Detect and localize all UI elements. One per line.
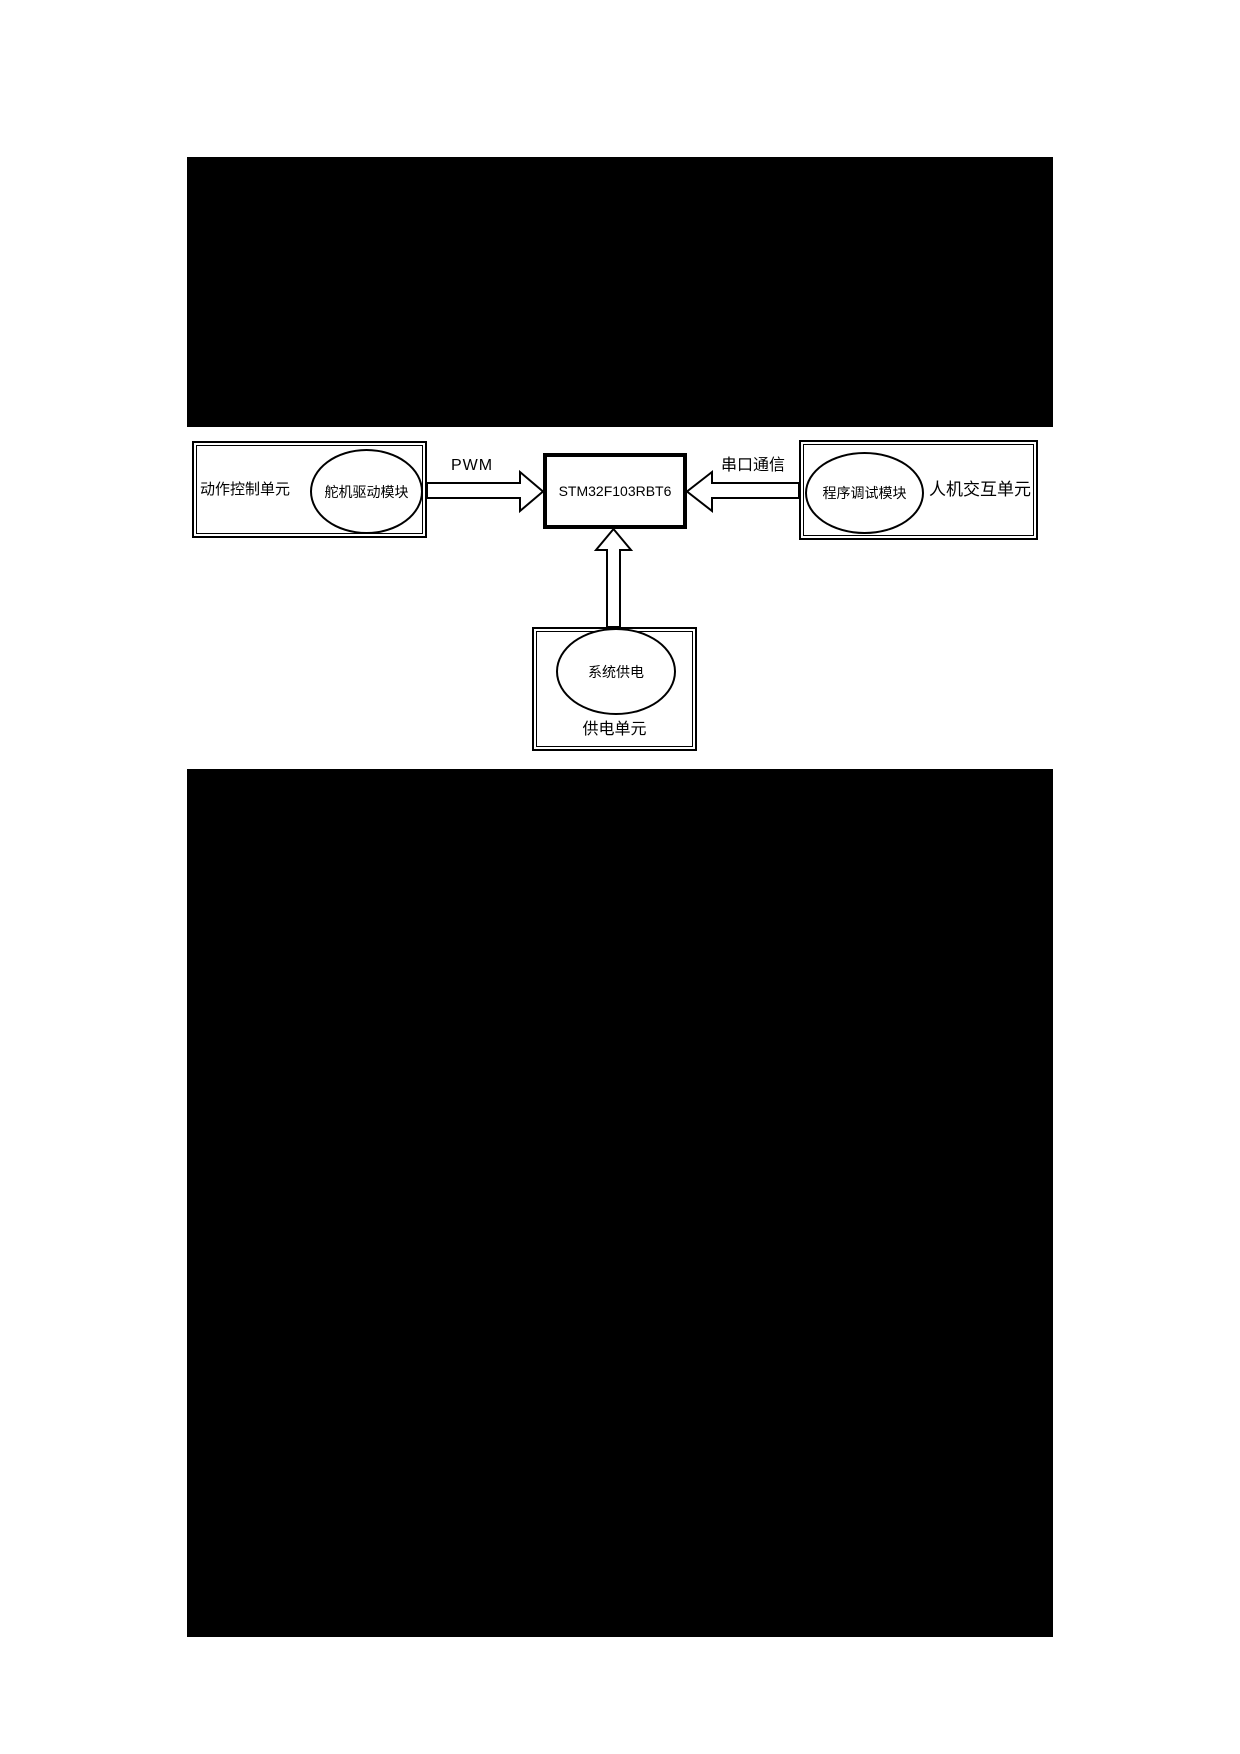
program-debug-module-ellipse: 程序调试模块 [805, 452, 924, 534]
action-control-unit-box: 动作控制单元 舵机驱动模块 [192, 441, 427, 538]
servo-drive-module-label: 舵机驱动模块 [324, 483, 409, 500]
power-unit-box: 系统供电 供电单元 [532, 627, 697, 751]
system-power-label: 系统供电 [588, 663, 644, 680]
redacted-text-block-top [187, 157, 1053, 427]
power-unit-label: 供电单元 [582, 720, 647, 738]
pwm-arrow-label: PWM [450, 457, 494, 474]
redacted-text-block-bottom [187, 769, 1053, 1637]
power-supply-arrow [593, 527, 634, 628]
hmi-unit-box: 程序调试模块 人机交互单元 [799, 440, 1038, 540]
serial-comm-arrow-label: 串口通信 [720, 457, 785, 474]
program-debug-module-label: 程序调试模块 [822, 485, 907, 501]
pwm-arrow [426, 469, 545, 514]
mcu-label: STM32F103RBT6 [558, 483, 672, 499]
action-control-unit-label: 动作控制单元 [200, 480, 291, 498]
hmi-unit-label: 人机交互单元 [929, 480, 1031, 500]
serial-comm-arrow [685, 469, 800, 514]
servo-drive-module-ellipse: 舵机驱动模块 [310, 449, 423, 534]
mcu-box: STM32F103RBT6 [543, 453, 687, 529]
system-power-ellipse: 系统供电 [556, 628, 676, 715]
